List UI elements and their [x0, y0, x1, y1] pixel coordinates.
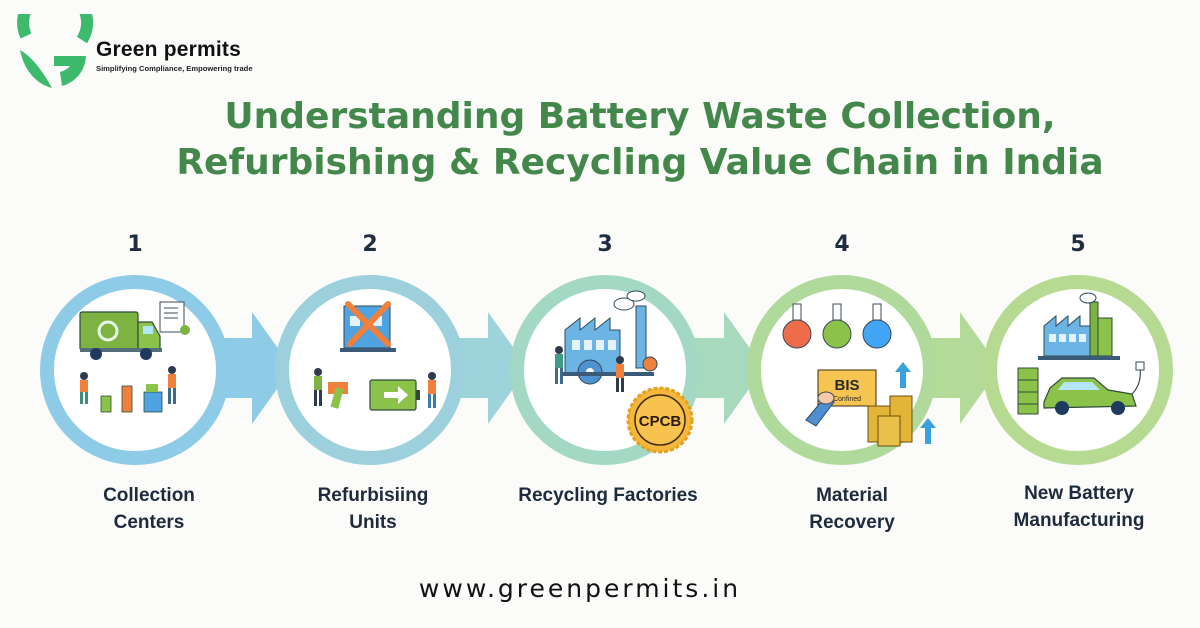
step-4-number: 4 — [834, 232, 850, 257]
arrow-4-to-5 — [930, 312, 1000, 424]
vertical-battery-icon — [1017, 367, 1039, 415]
cpcb-badge-icon: CPCB — [626, 386, 694, 454]
brand-name: Green permits — [96, 38, 241, 61]
bis-certificate-icon: BIS Confined — [805, 369, 877, 427]
arrow-2-to-3 — [458, 312, 528, 424]
flasks-icon — [782, 303, 892, 349]
step-1-ring — [40, 275, 230, 465]
up-arrow-icons — [895, 362, 936, 444]
step-2-number: 2 — [362, 232, 378, 257]
step-2-ring — [275, 275, 465, 465]
title-line-2: Refurbishing & Recycling Value Chain in … — [176, 142, 1104, 183]
workers-batteries-icon — [80, 366, 176, 413]
step-3-number: 3 — [597, 232, 613, 257]
factory-workers-icon — [555, 346, 624, 392]
arrow-3-to-4 — [694, 312, 764, 424]
electric-car-icon — [1043, 361, 1145, 415]
step-5-number: 5 — [1070, 232, 1086, 257]
brand-tagline: Simplifying Compliance, Empowering trade — [96, 64, 253, 73]
factory-gears-icon — [560, 290, 658, 385]
step-1-number: 1 — [127, 232, 143, 257]
battery-factory-icon — [1038, 292, 1120, 360]
website-url[interactable]: www.greenpermits.in — [418, 574, 742, 603]
step-2-label: Refurbisiing Units — [317, 485, 429, 533]
epr-document-icon — [159, 301, 190, 335]
workers-repair-icon — [314, 368, 436, 409]
coins-stack-icon — [867, 395, 913, 447]
repair-tools-building-icon — [340, 301, 396, 352]
step-5-label: New Battery Manufacturing — [1013, 483, 1145, 531]
cpcb-badge-text: CPCB — [639, 413, 682, 430]
arrow-1-to-2 — [222, 312, 292, 424]
bis-badge-text: BIS — [834, 377, 859, 394]
step-4-label: Material Recovery — [809, 485, 895, 533]
step-1-label: Collection Centers — [103, 485, 195, 533]
title-line-1: Understanding Battery Waste Collection, — [224, 96, 1056, 137]
green-g-logo-icon — [17, 14, 94, 88]
logo: Green permits Simplifying Compliance, Em… — [14, 14, 294, 94]
bis-badge-subtext: Confined — [833, 396, 861, 403]
step-3-label: Recycling Factories — [518, 485, 698, 506]
page-title: Understanding Battery Waste Collection, … — [0, 94, 1200, 186]
battery-refurbish-icon — [369, 379, 420, 411]
collection-truck-icon — [79, 311, 162, 360]
